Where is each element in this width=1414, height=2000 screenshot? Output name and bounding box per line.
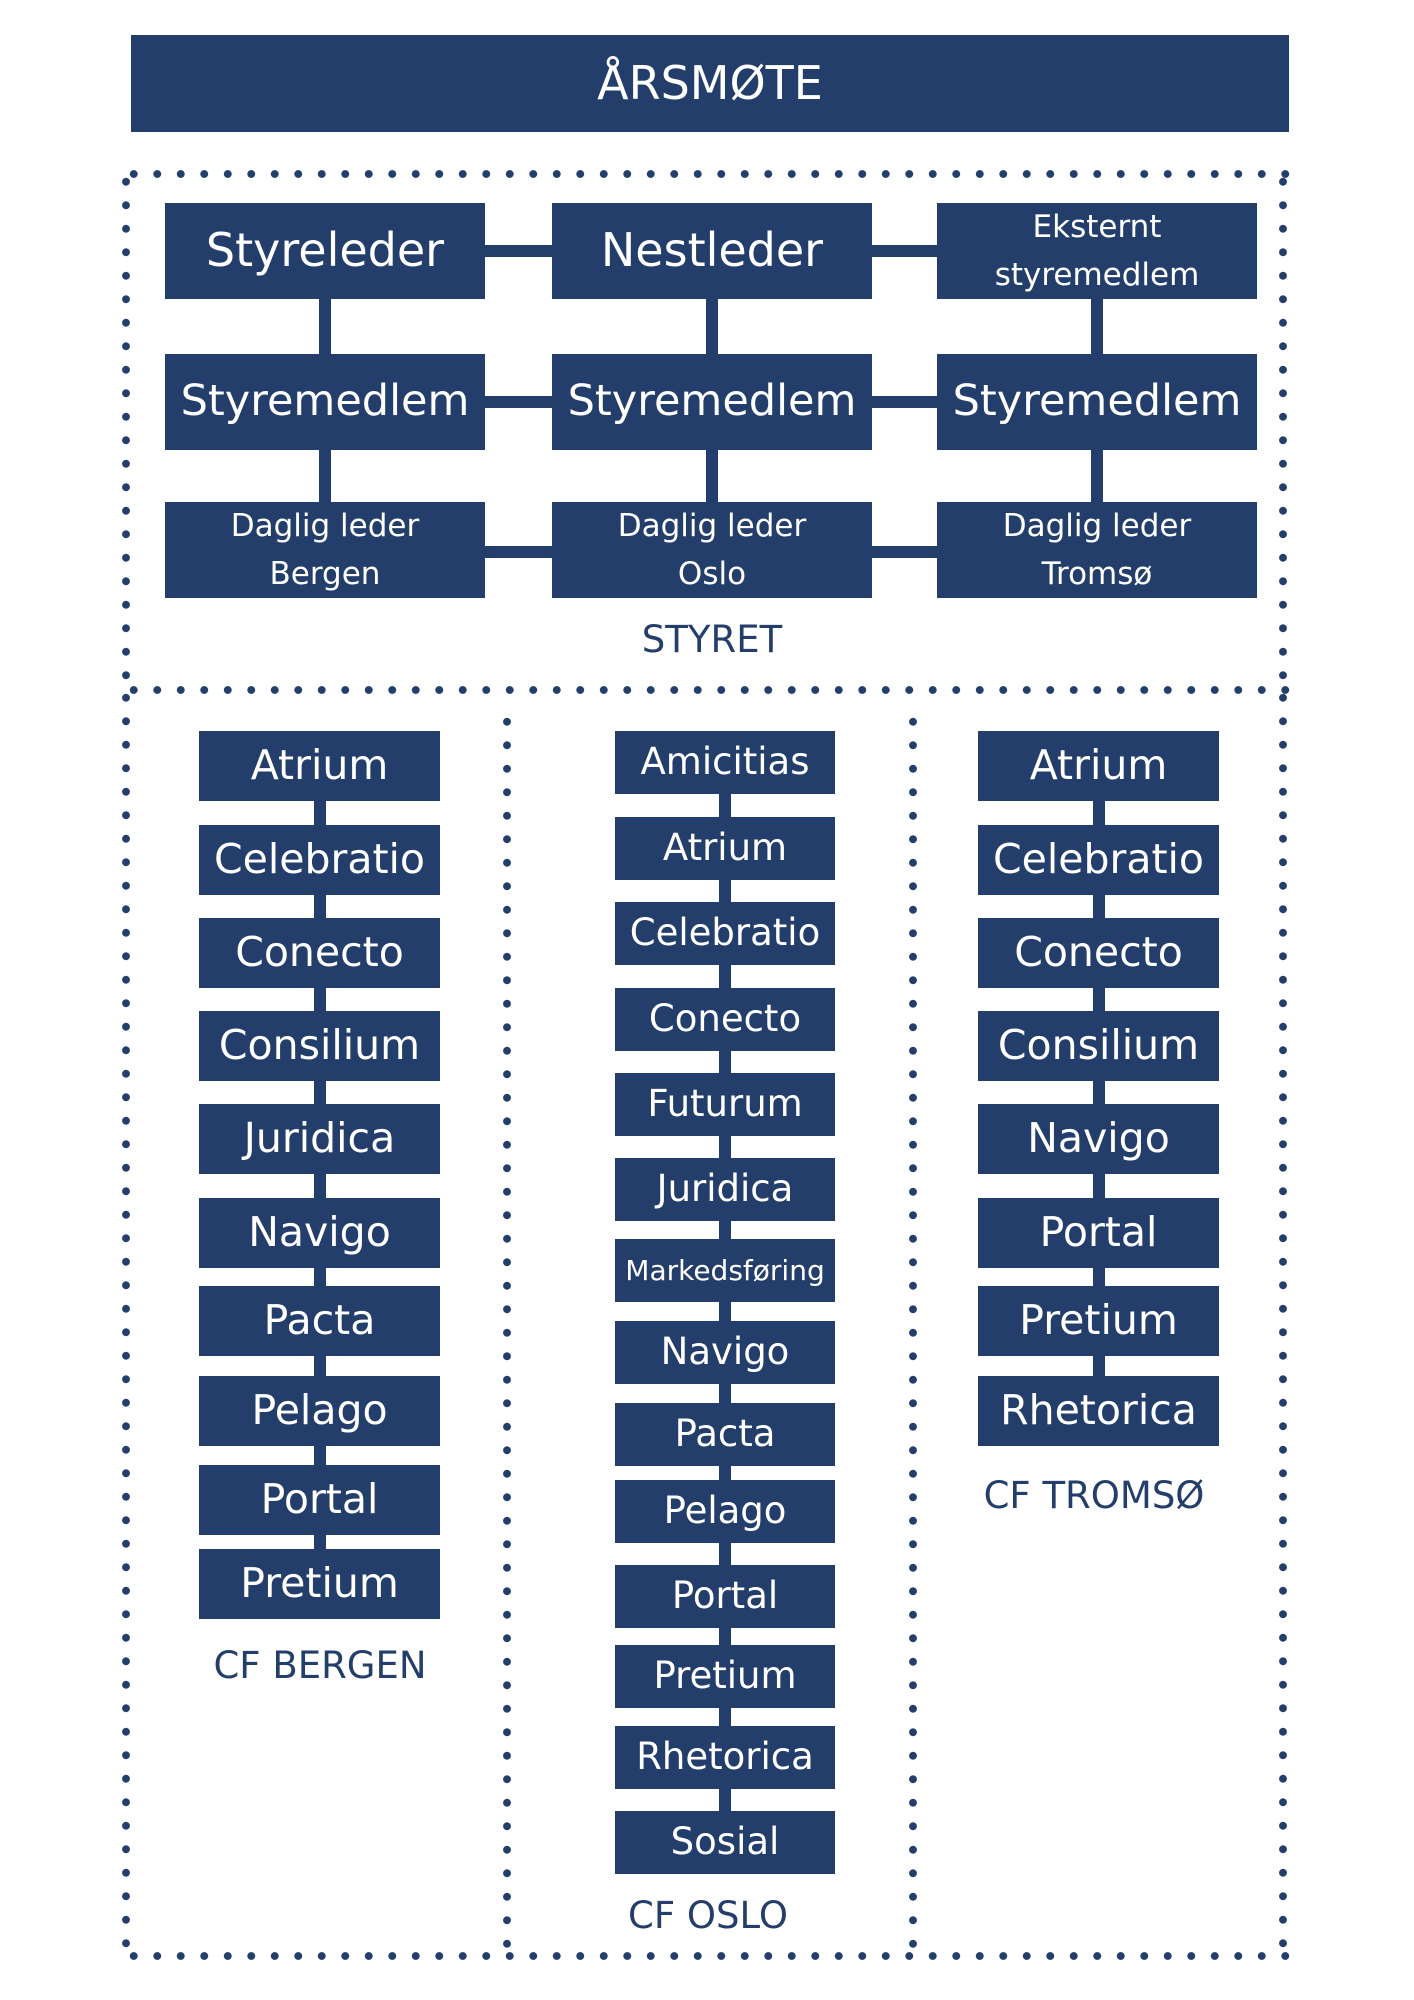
daglig-leder-oslo-box: Daglig leder Oslo	[552, 502, 872, 598]
tromso-item-label: Portal	[1039, 1208, 1158, 1257]
bergen-item-label: Consilium	[218, 1021, 421, 1070]
bergen-item-box: Pretium	[199, 1549, 440, 1619]
oslo-item-box: Navigo	[615, 1321, 835, 1384]
oslo-item-label: Juridica	[656, 1167, 794, 1211]
daglig-leder-oslo-label: Daglig leder Oslo	[617, 507, 807, 592]
daglig-leder-bergen-box: Daglig leder Bergen	[165, 502, 485, 598]
oslo-item-label: Atrium	[662, 826, 788, 870]
oslo-item-label: Rhetorica	[636, 1735, 814, 1779]
bergen-item-box: Celebratio	[199, 825, 440, 895]
oslo-item-label: Conecto	[648, 997, 802, 1041]
bergen-item-label: Navigo	[248, 1208, 391, 1257]
oslo-item-label: Pacta	[674, 1412, 776, 1456]
bergen-item-label: Celebratio	[213, 835, 426, 884]
bergen-item-box: Consilium	[199, 1011, 440, 1081]
styreleder-box: Styreleder	[165, 203, 485, 299]
styremedlem-2-box: Styremedlem	[552, 354, 872, 450]
bergen-item-label: Atrium	[250, 741, 389, 790]
daglig-leder-tromso-label: Daglig leder Tromsø	[1002, 507, 1192, 592]
nestleder-label: Nestleder	[600, 223, 824, 278]
tromso-item-label: Navigo	[1027, 1114, 1170, 1163]
arsmote-title: ÅRSMØTE	[597, 55, 823, 110]
oslo-item-box: Sosial	[615, 1811, 835, 1874]
bergen-item-box: Navigo	[199, 1198, 440, 1268]
nestleder-box: Nestleder	[552, 203, 872, 299]
oslo-item-box: Juridica	[615, 1158, 835, 1221]
styreleder-label: Styreleder	[205, 223, 445, 278]
eksternt-styremedlem-box: Eksternt styremedlem	[937, 203, 1257, 299]
tromso-item-label: Conecto	[1014, 928, 1183, 977]
tromso-item-box: Consilium	[978, 1011, 1219, 1081]
bergen-item-label: Juridica	[243, 1114, 396, 1163]
oslo-item-label: Sosial	[670, 1820, 780, 1864]
styremedlem-1-label: Styremedlem	[180, 376, 470, 427]
oslo-item-box: Pretium	[615, 1645, 835, 1708]
tromso-item-box: Navigo	[978, 1104, 1219, 1174]
oslo-item-box: Pacta	[615, 1403, 835, 1466]
bergen-item-label: Pacta	[263, 1296, 376, 1345]
bergen-item-box: Portal	[199, 1465, 440, 1535]
oslo-item-box: Markedsføring	[615, 1239, 835, 1302]
tromso-item-label: Celebratio	[992, 835, 1205, 884]
oslo-item-box: Amicitias	[615, 731, 835, 794]
oslo-item-label: Navigo	[660, 1330, 790, 1374]
arsmote-box: ÅRSMØTE	[131, 35, 1289, 132]
oslo-item-label: Pelago	[663, 1489, 787, 1533]
tromso-item-box: Portal	[978, 1198, 1219, 1268]
bergen-item-box: Conecto	[199, 918, 440, 988]
tromso-item-label: Rhetorica	[1000, 1386, 1197, 1435]
oslo-item-label: Futurum	[647, 1082, 803, 1126]
oslo-item-label: Amicitias	[640, 740, 810, 784]
tromso-item-box: Rhetorica	[978, 1376, 1219, 1446]
styret-label: STYRET	[641, 618, 783, 661]
daglig-leder-tromso-box: Daglig leder Tromsø	[937, 502, 1257, 598]
oslo-item-box: Atrium	[615, 817, 835, 880]
oslo-item-label: Celebratio	[629, 911, 821, 955]
oslo-item-label: Pretium	[653, 1654, 797, 1698]
styremedlem-1-box: Styremedlem	[165, 354, 485, 450]
tromso-item-box: Atrium	[978, 731, 1219, 801]
tromso-item-box: Conecto	[978, 918, 1219, 988]
oslo-item-label: Markedsføring	[625, 1254, 825, 1287]
tromso-item-box: Celebratio	[978, 825, 1219, 895]
oslo-item-box: Pelago	[615, 1480, 835, 1543]
oslo-item-box: Conecto	[615, 988, 835, 1051]
oslo-item-box: Celebratio	[615, 902, 835, 965]
bergen-item-label: Pretium	[240, 1559, 399, 1608]
cf-oslo-label: CF OSLO	[628, 1894, 788, 1937]
bergen-item-box: Pacta	[199, 1286, 440, 1356]
bergen-item-box: Pelago	[199, 1376, 440, 1446]
oslo-item-label: Portal	[671, 1574, 779, 1618]
styremedlem-3-label: Styremedlem	[952, 376, 1242, 427]
tromso-item-box: Pretium	[978, 1286, 1219, 1356]
tromso-item-label: Atrium	[1029, 741, 1168, 790]
daglig-leder-bergen-label: Daglig leder Bergen	[230, 507, 420, 592]
styremedlem-2-label: Styremedlem	[567, 376, 857, 427]
tromso-item-label: Pretium	[1019, 1296, 1178, 1345]
bergen-item-box: Atrium	[199, 731, 440, 801]
bergen-item-label: Portal	[260, 1475, 379, 1524]
oslo-item-box: Portal	[615, 1565, 835, 1628]
eksternt-styremedlem-label: Eksternt styremedlem	[994, 208, 1200, 293]
tromso-item-label: Consilium	[997, 1021, 1200, 1070]
bergen-item-label: Conecto	[235, 928, 404, 977]
bergen-item-box: Juridica	[199, 1104, 440, 1174]
cf-bergen-label: CF BERGEN	[213, 1644, 427, 1687]
oslo-item-box: Rhetorica	[615, 1726, 835, 1789]
oslo-item-box: Futurum	[615, 1073, 835, 1136]
styremedlem-3-box: Styremedlem	[937, 354, 1257, 450]
cf-tromso-label: CF TROMSØ	[983, 1474, 1205, 1517]
bergen-item-label: Pelago	[251, 1386, 388, 1435]
